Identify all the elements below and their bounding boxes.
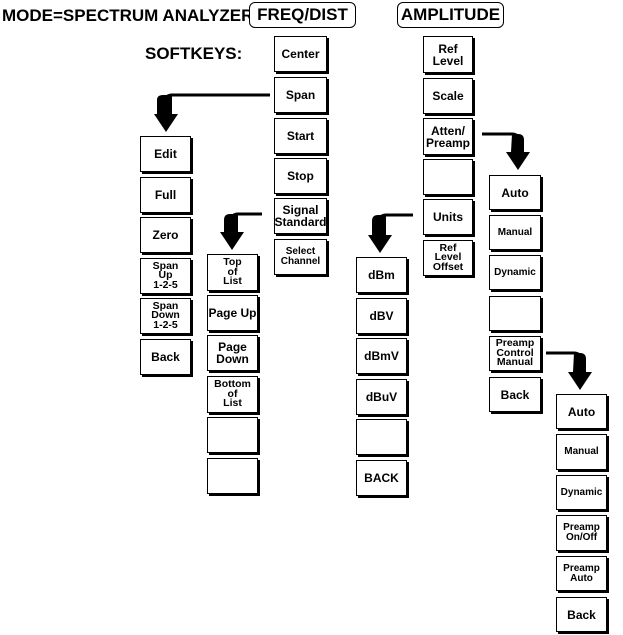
softkeys-label: SOFTKEYS: [145,44,243,63]
softkey-dbm[interactable]: dBm [356,257,407,293]
softkey-blank-units[interactable] [356,419,407,455]
softkey-preamp-auto[interactable]: Preamp Auto [556,556,607,591]
softkey-preamp-back[interactable]: Back [556,597,607,632]
softkey-atten-preamp[interactable]: Atten/ Preamp [423,118,473,155]
softkey-preamp-on-off[interactable]: Preamp On/Off [556,515,607,551]
softkey-units-back[interactable]: BACK [356,460,407,496]
softkey-blank-amp[interactable] [423,159,473,195]
softkey-ref-level-offset[interactable]: Ref Level Offset [423,240,473,276]
softkey-blank-2[interactable] [207,458,258,494]
softkey-center[interactable]: Center [274,36,327,72]
softkey-start[interactable]: Start [274,118,327,154]
softkey-bottom-of-list[interactable]: Bottom of List [207,376,258,413]
softkey-signal-standard[interactable]: Signal Standard [274,198,327,234]
softkey-span-up-125[interactable]: Span Up 1-2-5 [140,258,191,294]
softkey-back[interactable]: Back [140,339,191,375]
softkey-dbuv[interactable]: dBuV [356,379,407,415]
softkey-select-channel[interactable]: Select Channel [274,239,327,275]
softkey-atten-manual[interactable]: Manual [489,215,541,250]
arrow-signal-standard-to-submenu [220,212,262,250]
mode-label: MODE=SPECTRUM ANALYZER: [2,6,260,25]
softkey-preamp-dynamic[interactable]: Dynamic [556,475,607,510]
softkey-page-up[interactable]: Page Up [207,295,258,331]
softkey-preamp-auto-mode[interactable]: Auto [556,394,607,429]
amplitude-menu-header[interactable]: AMPLITUDE [397,2,504,28]
softkey-atten-auto[interactable]: Auto [489,175,541,210]
softkey-page-down[interactable]: Page Down [207,335,258,371]
softkey-scale[interactable]: Scale [423,78,473,114]
softkey-stop[interactable]: Stop [274,158,327,194]
softkey-preamp-manual[interactable]: Manual [556,434,607,470]
arrow-preamp-control-to-submenu [546,351,592,390]
softkey-span[interactable]: Span [274,77,327,113]
softkey-span-down-125[interactable]: Span Down 1-2-5 [140,298,191,334]
softkey-dbv[interactable]: dBV [356,298,407,334]
softkey-blank-1[interactable] [207,417,258,453]
softkey-dbmv[interactable]: dBmV [356,338,407,374]
freq-dist-menu-header[interactable]: FREQ/DIST [249,2,356,28]
arrow-units-to-submenu [368,213,413,253]
softkey-atten-back[interactable]: Back [489,377,541,412]
softkey-zero[interactable]: Zero [140,217,191,253]
softkey-preamp-control-manual[interactable]: Preamp Control Manual [489,336,541,371]
softkey-top-of-list[interactable]: Top of List [207,254,258,291]
softkey-full[interactable]: Full [140,177,191,213]
softkey-units[interactable]: Units [423,199,473,235]
arrow-atten-to-submenu [482,132,530,170]
softkey-ref-level[interactable]: Ref Level [423,36,473,73]
arrow-span-to-submenu [154,93,270,132]
softkey-atten-dynamic[interactable]: Dynamic [489,255,541,290]
softkey-edit[interactable]: Edit [140,136,191,172]
softkey-atten-blank[interactable] [489,296,541,331]
